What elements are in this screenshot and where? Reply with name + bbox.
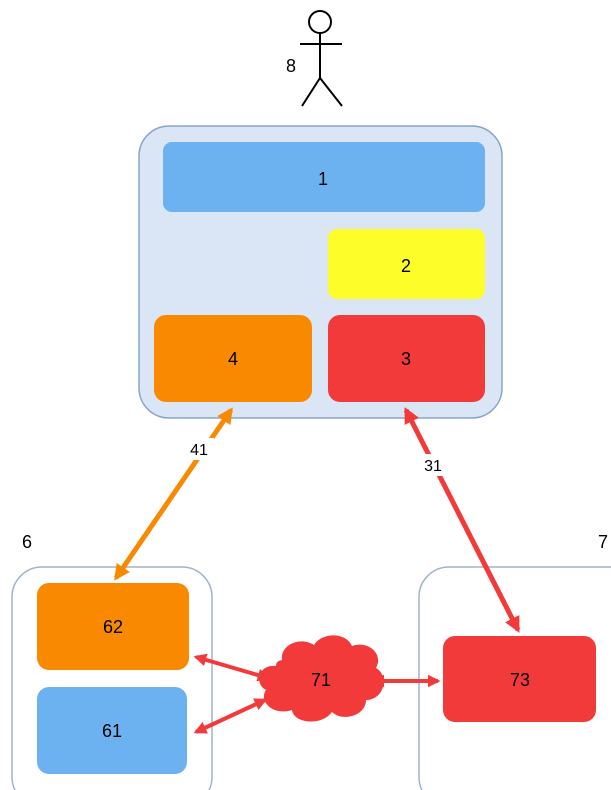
box-62[interactable] [37,583,189,670]
box-2[interactable] [328,229,485,299]
cloud-71[interactable] [259,635,384,722]
connector-41[interactable] [113,407,234,581]
actor-figure [300,10,343,107]
box-2-label: 2 [401,256,411,276]
connector-61-71[interactable] [193,698,268,734]
box-73-label: 73 [510,670,530,690]
box-3-label: 3 [401,349,411,369]
box-1[interactable] [163,142,485,212]
box-61[interactable] [37,687,187,774]
box-4[interactable] [154,315,312,402]
box-73[interactable] [443,636,596,722]
connector-41-label: 41 [190,442,208,459]
left-container-label: 6 [22,532,32,552]
box-3[interactable] [328,315,485,402]
box-4-label: 4 [228,349,238,369]
connector-62-71[interactable] [193,653,271,682]
box-62-label: 62 [103,617,123,637]
actor-label: 8 [286,56,296,76]
box-61-label: 61 [102,721,122,741]
connector-31-label-bg [418,454,448,476]
box-1-label: 1 [318,169,328,189]
right-container-label: 7 [598,532,608,552]
cloud-71-label: 71 [311,670,331,690]
connector-31[interactable] [403,407,521,633]
connector-41-label-bg [184,438,214,460]
connector-31-label: 31 [424,458,442,475]
